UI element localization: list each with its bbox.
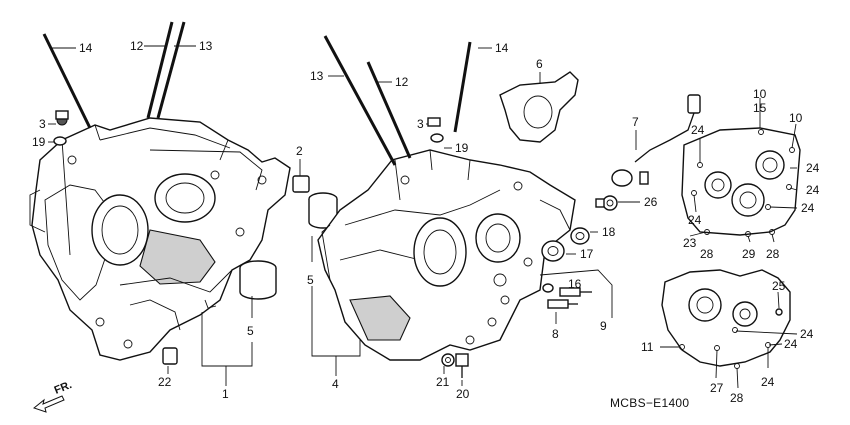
callout-7: 7 <box>632 115 639 129</box>
callout-19: 19 <box>32 135 46 149</box>
right-lower-small-parts <box>441 353 469 378</box>
front-direction-arrow: FR. <box>32 379 74 413</box>
diagram-code: MCBS−E1400 <box>610 396 689 410</box>
callout-6: 6 <box>536 57 543 71</box>
upper-right-cover <box>681 127 801 237</box>
callout-10: 10 <box>753 87 767 101</box>
callout-3: 3 <box>417 117 424 131</box>
callout-1: 1 <box>222 387 229 401</box>
callout-10: 10 <box>789 111 803 125</box>
callout-29: 29 <box>742 247 756 261</box>
callout-5: 5 <box>307 273 314 287</box>
callout-26: 26 <box>644 195 658 209</box>
bolt-and-seals <box>541 195 618 262</box>
switch-set <box>539 269 613 318</box>
callout-24: 24 <box>806 161 820 175</box>
callout-24: 24 <box>688 213 702 227</box>
left-small-parts <box>162 175 338 365</box>
callout-11: 11 <box>641 340 654 354</box>
callout-22: 22 <box>158 375 172 389</box>
callout-18: 18 <box>602 225 616 239</box>
callout-23: 23 <box>683 236 697 250</box>
callout-16: 16 <box>568 277 582 291</box>
callout-13: 13 <box>310 69 324 83</box>
callout-24: 24 <box>800 327 814 341</box>
callout-24: 24 <box>806 183 820 197</box>
lower-right-cover <box>661 269 791 369</box>
callout-24: 24 <box>784 337 798 351</box>
callout-5: 5 <box>247 324 254 338</box>
callout-3: 3 <box>39 117 46 131</box>
callout-17: 17 <box>580 247 594 261</box>
callout-21: 21 <box>436 375 450 389</box>
right-studs <box>323 35 472 166</box>
callout-4: 4 <box>332 377 339 391</box>
callout-28: 28 <box>700 247 714 261</box>
callout-12: 12 <box>130 39 144 53</box>
sensor-with-harness <box>611 94 701 187</box>
callout-19: 19 <box>455 141 469 155</box>
oil-separator-plate <box>499 71 579 143</box>
callout-15: 15 <box>753 101 767 115</box>
callout-24: 24 <box>801 201 815 215</box>
callout-8: 8 <box>552 327 559 341</box>
callout-14: 14 <box>495 41 509 55</box>
left-studs <box>42 21 186 146</box>
callout-14: 14 <box>79 41 93 55</box>
callout-2: 2 <box>296 144 303 158</box>
callout-24: 24 <box>761 375 775 389</box>
callout-25: 25 <box>772 279 786 293</box>
callout-28: 28 <box>766 247 780 261</box>
callout-labels: 14 12 13 3 19 2 5 5 22 1 13 12 14 3 19 6… <box>32 39 820 410</box>
callout-13: 13 <box>199 39 213 53</box>
callout-24: 24 <box>691 123 705 137</box>
right-crankcase-half <box>317 149 576 361</box>
leader-lines <box>48 45 798 389</box>
callout-20: 20 <box>456 387 470 401</box>
callout-28: 28 <box>730 391 744 405</box>
direction-label: FR. <box>53 379 74 397</box>
left-crankcase-half <box>29 117 291 361</box>
callout-12: 12 <box>395 75 409 89</box>
callout-27: 27 <box>710 381 724 395</box>
callout-9: 9 <box>600 319 607 333</box>
